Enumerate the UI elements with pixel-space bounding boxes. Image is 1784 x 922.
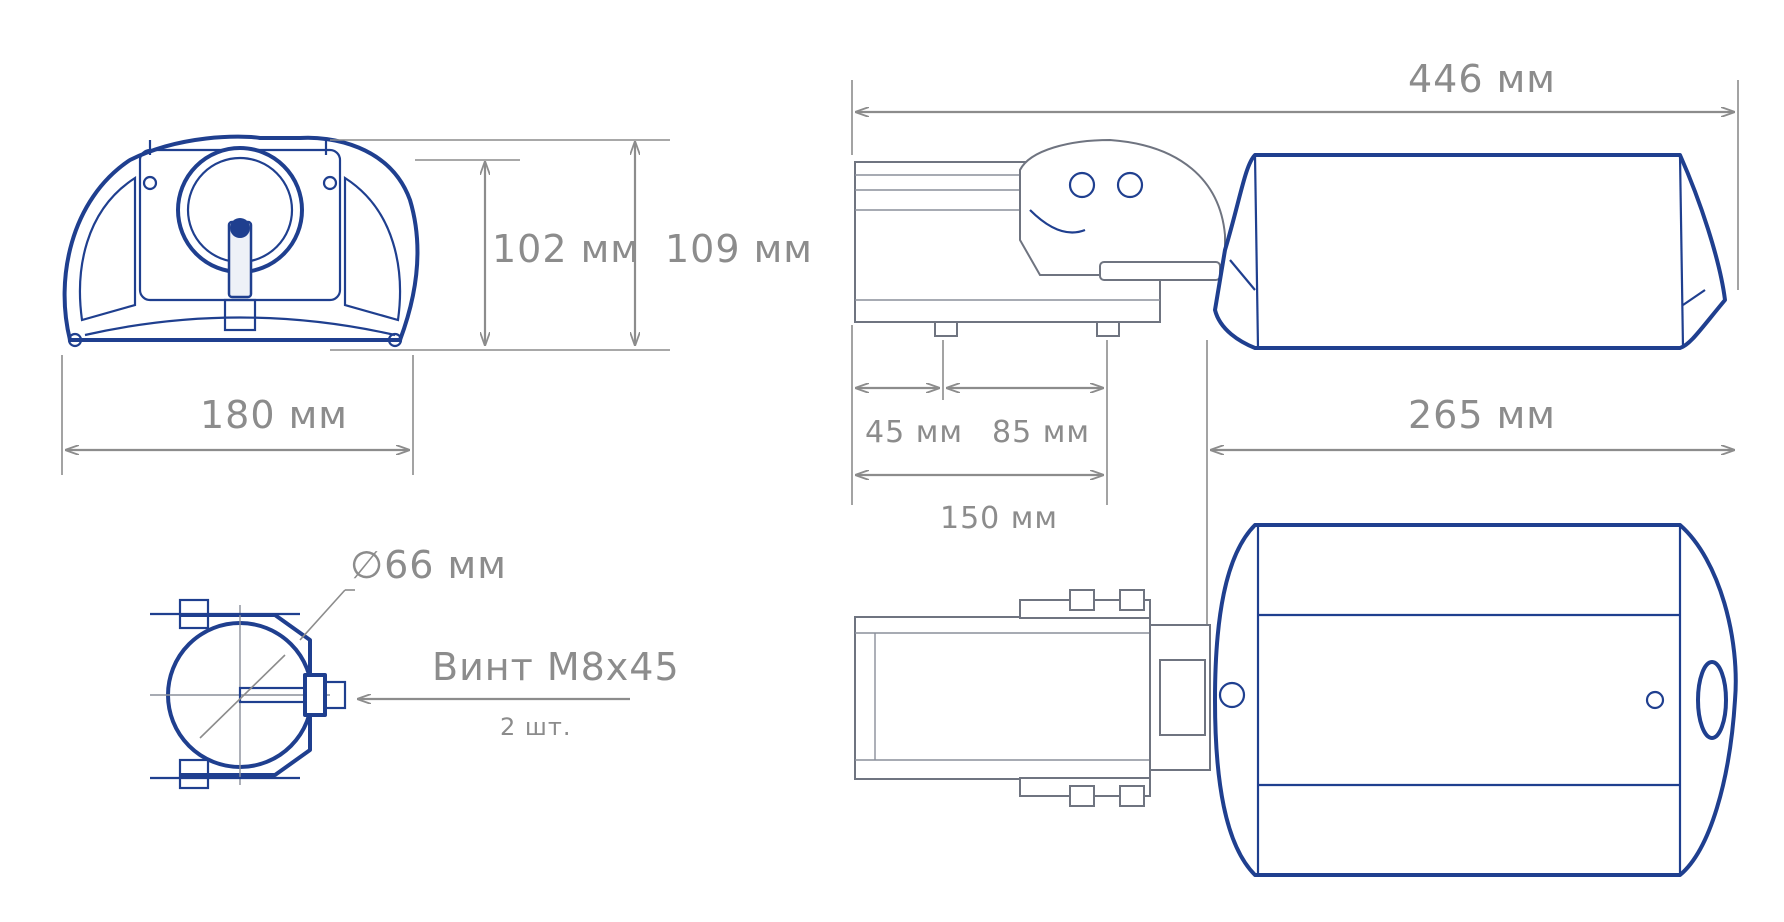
side-view (854, 138, 1727, 350)
front-width-label: 180 мм (200, 393, 348, 437)
pipe-diameter-label: ∅66 мм (350, 543, 507, 587)
mount-length-label: 150 мм (940, 501, 1058, 536)
front-view (62, 134, 420, 348)
mount-spacing-label: 85 мм (992, 415, 1090, 450)
body-length-label: 265 мм (1408, 393, 1556, 437)
clamp-dimensions (299, 589, 630, 699)
front-height-inner-label: 102 мм (492, 227, 640, 271)
total-length-label: 446 мм (1408, 57, 1556, 101)
screw-qty-label: 2 шт. (500, 713, 571, 741)
top-view (854, 523, 1738, 877)
front-height-outer-label: 109 мм (665, 227, 813, 271)
screw-spec-label: Винт М8x45 (432, 645, 680, 689)
mount-offset-label: 45 мм (865, 415, 963, 450)
front-view-dimensions (61, 139, 670, 475)
clamp-view (150, 598, 347, 790)
